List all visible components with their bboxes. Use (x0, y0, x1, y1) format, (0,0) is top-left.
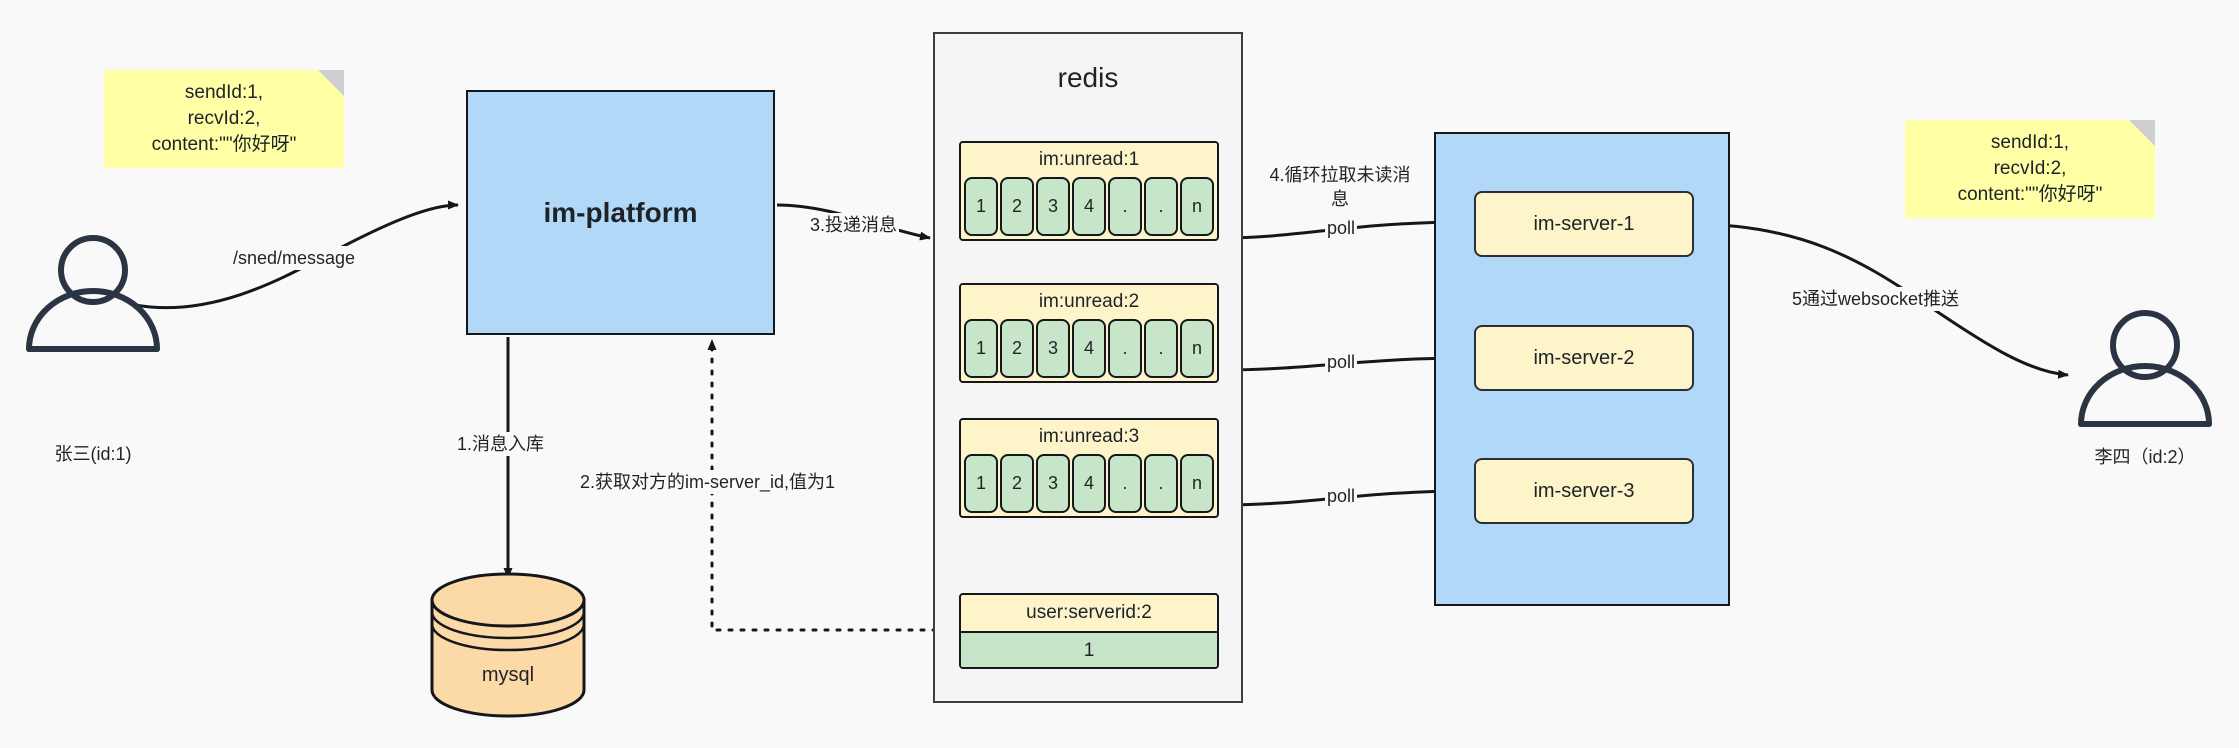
list-cell: 1 (964, 454, 998, 513)
im-server-2-box[interactable]: im-server-2 (1474, 325, 1694, 391)
edge-label-poll-2: poll (1325, 350, 1358, 374)
list-cell: 4 (1072, 319, 1106, 378)
im-platform-label: im-platform (543, 196, 698, 228)
edge-label-step3: 3.投递消息 (808, 213, 900, 237)
edge-label-step4: 4.循环拉取未读消 息 (1258, 163, 1422, 211)
actor-label-sender: 张三(id:1) (54, 444, 132, 464)
sticky-note-left-text: sendId:1, recvId:2, content:""你好呀" (151, 82, 297, 155)
list-cell: . (1108, 454, 1142, 513)
redis-kv-key: user:serverid:2 (1026, 602, 1152, 623)
im-server-3-label: im-server-3 (1533, 479, 1635, 502)
im-platform-box[interactable]: im-platform (466, 90, 775, 335)
list-cell: 3 (1036, 319, 1070, 378)
sticky-note-right-text: sendId:1, recvId:2, content:""你好呀" (1957, 132, 2103, 205)
list-cell: 1 (964, 319, 998, 378)
list-cell: 3 (1036, 177, 1070, 236)
list-cell: 1 (964, 177, 998, 236)
sticky-note-right: sendId:1, recvId:2, content:""你好呀" (1905, 120, 2155, 218)
user-icon-receiver (2078, 310, 2212, 427)
redis-kv-user-serverid[interactable]: user:serverid:2 1 (959, 593, 1219, 669)
redis-list-key: im:unread:1 (961, 143, 1217, 177)
actor-label-receiver: 李四（id:2） (2094, 447, 2196, 467)
mysql-label: mysql (481, 664, 535, 686)
redis-list-key: im:unread:3 (961, 420, 1217, 454)
redis-title: redis (1057, 62, 1119, 93)
list-cell: 4 (1072, 454, 1106, 513)
edge-label-poll-1: poll (1325, 216, 1358, 240)
redis-list-im-unread-1[interactable]: im:unread:1 1 2 3 4 . . n (959, 141, 1219, 241)
redis-list-cells: 1 2 3 4 . . n (961, 177, 1217, 239)
redis-list-cells: 1 2 3 4 . . n (961, 454, 1217, 516)
im-server-3-box[interactable]: im-server-3 (1474, 458, 1694, 524)
im-server-1-box[interactable]: im-server-1 (1474, 191, 1694, 257)
list-cell: n (1180, 454, 1214, 513)
edge-label-step2: 2.获取对方的im-server_id,值为1 (578, 470, 838, 494)
redis-kv-value: 1 (961, 631, 1217, 667)
list-cell: . (1144, 177, 1178, 236)
user-icon-sender (26, 235, 160, 352)
redis-list-key: im:unread:2 (961, 285, 1217, 319)
im-server-1-label: im-server-1 (1533, 212, 1635, 235)
list-cell: . (1144, 454, 1178, 513)
im-server-2-label: im-server-2 (1533, 346, 1635, 369)
list-cell: n (1180, 319, 1214, 378)
redis-list-im-unread-2[interactable]: im:unread:2 1 2 3 4 . . n (959, 283, 1219, 383)
note-fold-icon (2129, 120, 2155, 146)
list-cell: 4 (1072, 177, 1106, 236)
list-cell: 2 (1000, 319, 1034, 378)
list-cell: 3 (1036, 454, 1070, 513)
redis-list-im-unread-3[interactable]: im:unread:3 1 2 3 4 . . n (959, 418, 1219, 518)
redis-list-cells: 1 2 3 4 . . n (961, 319, 1217, 381)
sticky-note-left: sendId:1, recvId:2, content:""你好呀" (104, 70, 344, 168)
edge-label-poll-3: poll (1325, 484, 1358, 508)
list-cell: 2 (1000, 177, 1034, 236)
list-cell: 2 (1000, 454, 1034, 513)
mysql-node[interactable]: mysql (432, 600, 584, 715)
list-cell: n (1180, 177, 1214, 236)
edge-label-step5: 5通过websocket推送 (1790, 287, 1962, 311)
note-fold-icon (318, 70, 344, 96)
list-cell: . (1144, 319, 1178, 378)
edge-label-send-message: /sned/message (231, 246, 358, 270)
list-cell: . (1108, 319, 1142, 378)
list-cell: . (1108, 177, 1142, 236)
edge-label-step1: 1.消息入库 (455, 432, 547, 456)
